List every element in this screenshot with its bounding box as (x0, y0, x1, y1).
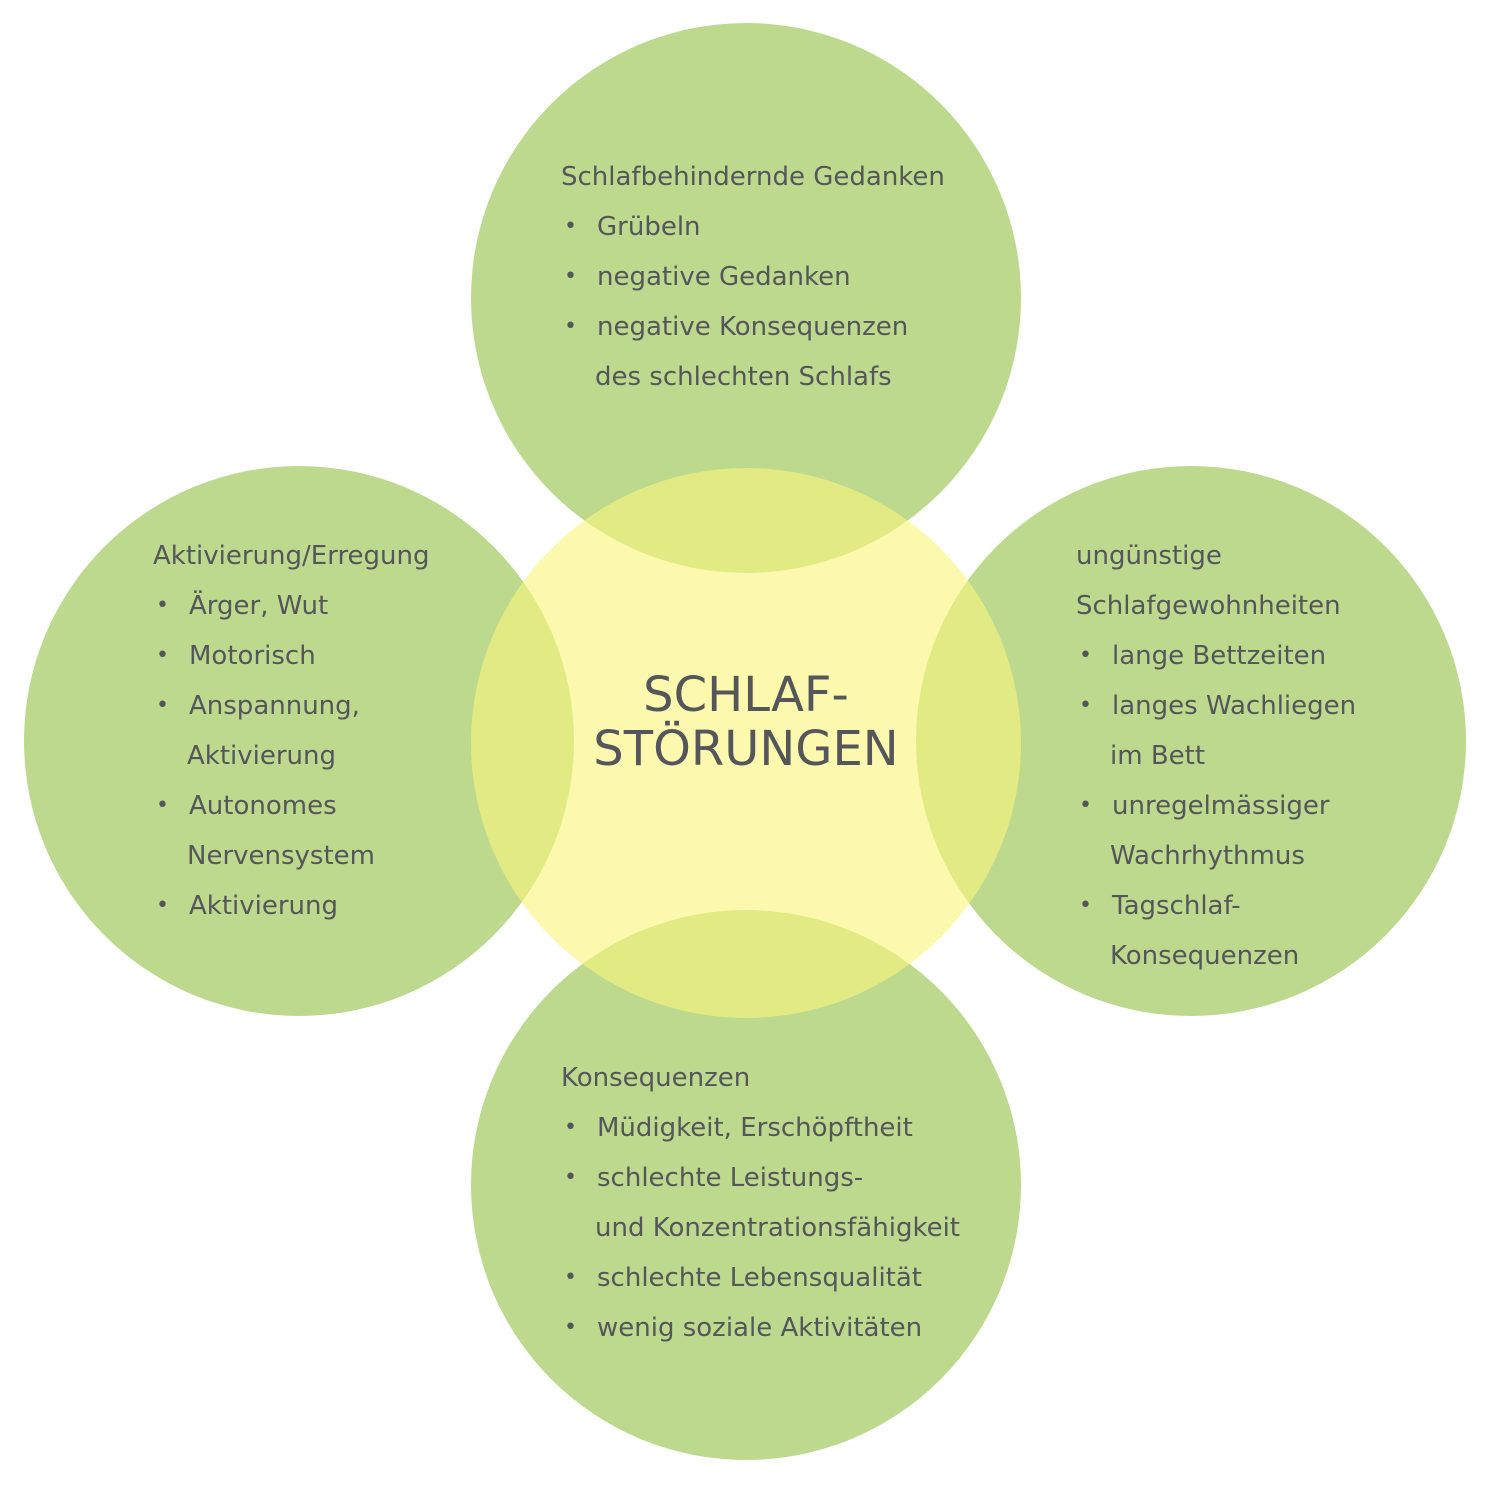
item-line: Tagschlaf- (1112, 891, 1241, 921)
list-item: • negative Gedanken (561, 252, 945, 302)
list-item: • Anspannung, Aktivierung (153, 681, 430, 781)
center-label: SCHLAF- STÖRUNGEN (471, 668, 1021, 776)
item-line: Autonomes (189, 791, 337, 821)
list-item: • Grübeln (561, 202, 945, 252)
bullet-icon: • (564, 1115, 577, 1140)
list-consequences: • Müdigkeit, Erschöpftheit • schlechte L… (561, 1103, 960, 1353)
list-item: • Motorisch (153, 631, 430, 681)
center-label-line1: SCHLAF- (643, 667, 849, 723)
block-thoughts: Schlafbehindernde Gedanken • Grübeln • n… (561, 152, 945, 402)
item-line: schlechte Lebensqualität (597, 1263, 922, 1293)
item-line: im Bett (1110, 741, 1206, 771)
list-thoughts: • Grübeln • negative Gedanken • negative… (561, 202, 945, 402)
list-activation: • Ärger, Wut • Motorisch • Anspannung, A… (153, 581, 430, 931)
bullet-icon: • (564, 314, 577, 339)
item-line: Anspannung, (189, 691, 360, 721)
item-line: unregelmässiger (1112, 791, 1330, 821)
heading-activation: Aktivierung/Erregung (153, 541, 430, 571)
item-line: negative Konsequenzen (597, 312, 909, 342)
item-line: wenig soziale Aktivitäten (597, 1313, 923, 1343)
list-item: • schlechte Leistungs- und Konzentration… (561, 1153, 960, 1253)
list-item: • Ärger, Wut (153, 581, 430, 631)
item-line: langes Wachliegen (1112, 691, 1357, 721)
list-item: • schlechte Lebensqualität (561, 1253, 960, 1303)
bullet-icon: • (156, 593, 169, 618)
bullet-icon: • (156, 693, 169, 718)
item-line: Aktivierung (187, 741, 337, 771)
item-line: und Konzentrationsfähigkeit (595, 1213, 960, 1243)
bullet-icon: • (564, 1265, 577, 1290)
list-item: • wenig soziale Aktivitäten (561, 1303, 960, 1353)
item-line: Grübeln (597, 212, 701, 242)
item-line: lange Bettzeiten (1112, 641, 1327, 671)
circle-center (471, 468, 1021, 1018)
heading-consequences: Konsequenzen (561, 1063, 751, 1093)
item-line: Aktivierung (189, 891, 339, 921)
list-item: • Tagschlaf- Konsequenzen (1076, 881, 1356, 981)
item-line: Motorisch (189, 641, 316, 671)
item-line: Konsequenzen (1110, 941, 1300, 971)
item-line: Ärger, Wut (189, 591, 329, 621)
item-line: Müdigkeit, Erschöpftheit (597, 1113, 913, 1143)
list-habits: • lange Bettzeiten • langes Wachliegen i… (1076, 631, 1356, 981)
heading-habits-line1: ungünstige (1076, 541, 1222, 571)
list-item: • Müdigkeit, Erschöpftheit (561, 1103, 960, 1153)
block-activation: Aktivierung/Erregung • Ärger, Wut • Moto… (153, 531, 430, 931)
list-item: • negative Konsequenzen des schlechten S… (561, 302, 945, 402)
item-line: schlechte Leistungs- (597, 1163, 864, 1193)
heading-thoughts: Schlafbehindernde Gedanken (561, 162, 945, 192)
list-item: • lange Bettzeiten (1076, 631, 1356, 681)
bullet-icon: • (156, 793, 169, 818)
list-item: • Aktivierung (153, 881, 430, 931)
bullet-icon: • (156, 643, 169, 668)
bullet-icon: • (1079, 693, 1092, 718)
block-consequences: Konsequenzen • Müdigkeit, Erschöpftheit … (561, 1053, 960, 1353)
list-item: • Autonomes Nervensystem (153, 781, 430, 881)
center-label-line2: STÖRUNGEN (593, 721, 899, 777)
bullet-icon: • (1079, 893, 1092, 918)
bullet-icon: • (1079, 643, 1092, 668)
bullet-icon: • (156, 893, 169, 918)
bullet-icon: • (564, 1315, 577, 1340)
item-line: Nervensystem (187, 841, 375, 871)
bullet-icon: • (564, 214, 577, 239)
bullet-icon: • (1079, 793, 1092, 818)
item-line: des schlechten Schlafs (595, 362, 892, 392)
bullet-icon: • (564, 1165, 577, 1190)
block-habits: ungünstige Schlafgewohnheiten • lange Be… (1076, 531, 1356, 981)
list-item: • langes Wachliegen im Bett (1076, 681, 1356, 781)
item-line: negative Gedanken (597, 262, 851, 292)
heading-habits-line2: Schlafgewohnheiten (1076, 591, 1341, 621)
bullet-icon: • (564, 264, 577, 289)
item-line: Wachrhythmus (1110, 841, 1305, 871)
list-item: • unregelmässiger Wachrhythmus (1076, 781, 1356, 881)
